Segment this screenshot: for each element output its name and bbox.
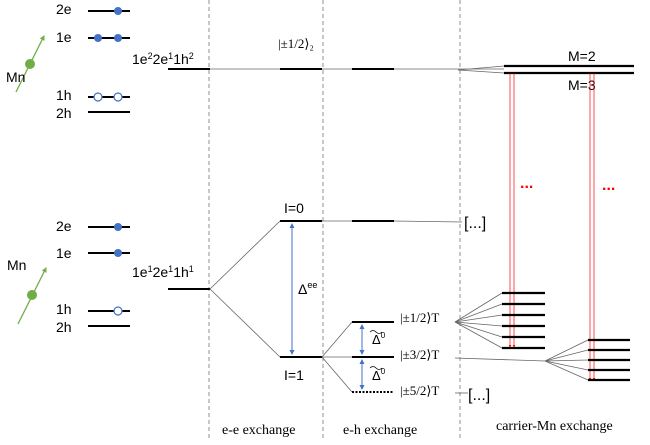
top-mn-label: Mn xyxy=(6,69,25,85)
top-electron-2e xyxy=(114,7,122,15)
mn-levels-half xyxy=(502,291,545,350)
transition-dots-left: ... xyxy=(520,175,533,192)
bottom-level-2h-label: 2h xyxy=(56,319,72,335)
bottom-mn-spin: Mn xyxy=(7,257,47,325)
eh-split-1 xyxy=(321,321,353,358)
top-ket-label: |±1/2⟩₂ xyxy=(278,36,314,51)
bracket-bottom: [...] xyxy=(468,387,490,404)
bottom-connector-I0-right xyxy=(393,220,463,223)
bottom-mn-ion xyxy=(27,290,37,300)
ket-three-half-label: |±3/2⟩T xyxy=(400,347,439,362)
ket-half-label: |±1/2⟩T xyxy=(400,310,439,325)
top-configuration-label: 1e22e11h2 xyxy=(132,51,194,67)
top-hole-1h-b xyxy=(113,92,123,102)
M2-label: M=2 xyxy=(568,48,596,64)
top-electron-1e-a xyxy=(94,34,102,42)
connector-three-half xyxy=(454,357,546,362)
fan-half xyxy=(454,292,503,349)
eh-split-3 xyxy=(321,356,353,393)
top-electron-1e-b xyxy=(114,34,122,42)
column-ee-label: e-e exchange xyxy=(222,423,295,438)
delta0-tilde-lower xyxy=(369,366,383,370)
column-eh-label: e-h exchange xyxy=(343,423,417,438)
column-cmn-label: carrier-Mn exchange xyxy=(496,419,613,434)
bracket-top: [...] xyxy=(464,215,486,232)
top-fan-lower xyxy=(457,69,505,74)
bottom-level-2e-label: 2e xyxy=(56,218,72,234)
optical-transitions xyxy=(508,73,596,381)
delta0-label-upper: Δ0 xyxy=(372,331,386,347)
top-level-1e-label: 1e xyxy=(56,29,72,45)
delta0-tilde-upper xyxy=(369,330,383,334)
top-fan-upper xyxy=(457,65,505,71)
top-single-particle-levels: 2e 1e 1h 2h xyxy=(56,1,130,121)
fan-three-half xyxy=(544,339,589,381)
top-mn-ion xyxy=(25,59,35,69)
M3-label: M=3 xyxy=(568,77,596,93)
mn-levels-three-half xyxy=(588,338,630,382)
bottom-split-down xyxy=(209,288,281,358)
transition-dots-right: ... xyxy=(602,177,615,194)
top-level-2h-label: 2h xyxy=(56,105,72,121)
delta-ee-label: Δee xyxy=(298,280,317,297)
bottom-level-1e-label: 1e xyxy=(56,245,72,261)
top-level-2e-label: 2e xyxy=(56,1,72,17)
column-dividers xyxy=(208,0,461,438)
top-level-1h-label: 1h xyxy=(56,87,72,103)
bottom-mn-label: Mn xyxy=(7,257,26,273)
delta0-label-lower: Δ0 xyxy=(372,367,386,383)
bottom-electron-2e xyxy=(114,223,122,231)
bottom-configuration-label: 1e12e11h1 xyxy=(132,264,194,280)
bottom-level-1h-label: 1h xyxy=(56,301,72,317)
bottom-hole-1h xyxy=(113,306,123,316)
ket-five-half-label: |±5/2⟩T xyxy=(400,383,439,398)
I1-label: I=1 xyxy=(284,367,304,383)
I0-label: I=0 xyxy=(284,200,304,216)
bottom-electron-1e xyxy=(114,249,122,257)
top-mn-spin: Mn xyxy=(6,35,45,93)
bottom-split-up xyxy=(209,220,281,290)
top-hole-1h-a xyxy=(93,92,103,102)
bottom-single-particle-levels: 2e 1e 1h 2h xyxy=(56,218,130,335)
